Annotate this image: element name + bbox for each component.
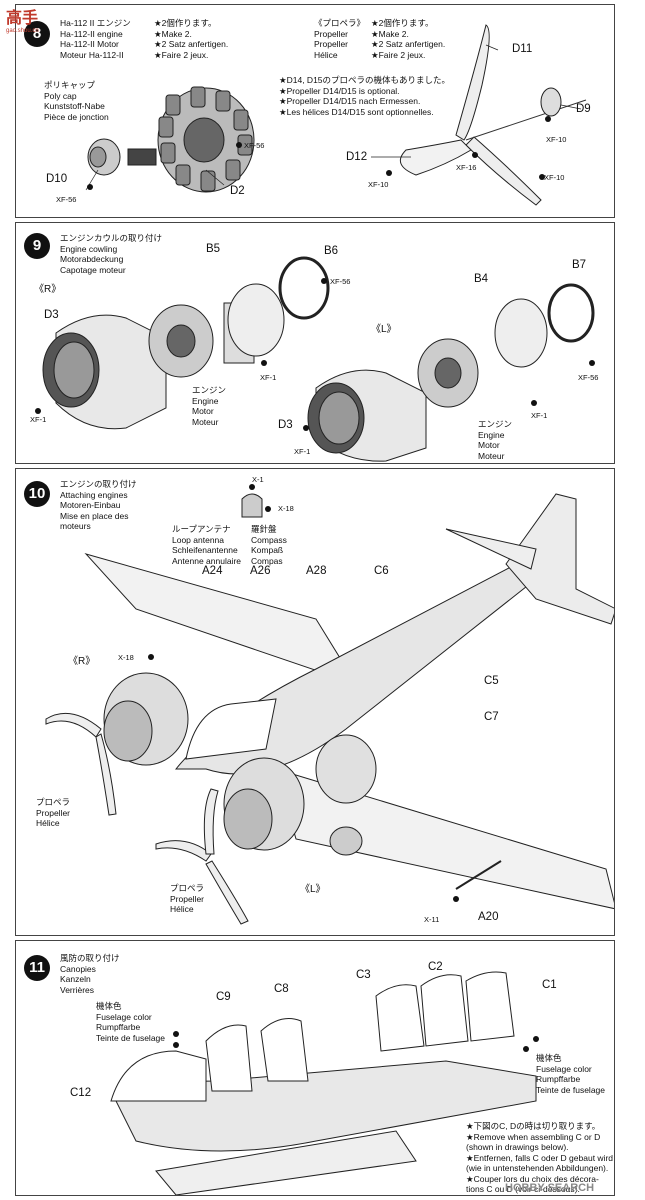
paint-xf1: XF-1 [260, 373, 277, 382]
right-side-mark: 《R》 [34, 284, 62, 295]
paint-x18: X-18 [118, 653, 134, 662]
remove-note: ★下図のC, Dの時は切り取ります。★Remove when assemblin… [466, 1121, 613, 1194]
paint-xf1: XF-1 [30, 415, 47, 424]
part-a28: A28 [306, 565, 327, 577]
part-c3: C3 [356, 969, 371, 981]
part-c9: C9 [216, 991, 231, 1003]
part-c2: C2 [428, 961, 443, 973]
paint-x1: X-1 [252, 475, 264, 484]
part-c1: C1 [542, 979, 557, 991]
paint-x11: X-11 [424, 915, 440, 924]
watermark-hobby-search: HOBBY SEARCH [505, 1182, 595, 1194]
part-b6: B6 [324, 245, 339, 257]
paint-xf56: XF-56 [578, 373, 599, 382]
part-d10: D10 [46, 173, 68, 185]
part-d11: D11 [512, 43, 533, 55]
propeller-quantity-note: ★2個作ります。★Make 2. ★2 Satz anfertigen.★Fai… [371, 18, 446, 60]
part-c6: C6 [374, 565, 389, 577]
left-side-mark: 《L》 [371, 324, 397, 335]
part-b7: B7 [572, 259, 587, 271]
engine-quantity-note: ★2個作ります。★Make 2. ★2 Satz anfertigen.★Fai… [154, 18, 229, 60]
part-c12: C12 [70, 1087, 92, 1099]
step-number: 10 [24, 481, 50, 507]
part-a20: A20 [478, 911, 499, 923]
step-number: 8 [24, 21, 50, 47]
paint-xf16: XF-16 [456, 163, 477, 172]
right-side-mark: 《R》 [68, 656, 96, 667]
paint-xf56: XF-56 [56, 195, 77, 204]
step-9-drawing [35, 256, 595, 462]
part-b5: B5 [206, 243, 221, 255]
part-a26: A26 [250, 565, 271, 577]
step-8-drawing [85, 24, 587, 206]
watermark-logo: 高手 gao.shou.cn [6, 10, 39, 34]
part-d12: D12 [346, 151, 368, 163]
paint-x18: X-18 [278, 504, 294, 513]
step-11-drawing [110, 971, 539, 1195]
paint-xf1: XF-1 [294, 447, 311, 456]
paint-xf56: XF-56 [244, 141, 265, 150]
paint-xf10: XF-10 [546, 135, 567, 144]
paint-xf10: XF-10 [368, 180, 389, 189]
left-side-mark: 《L》 [300, 884, 326, 895]
step-number: 9 [24, 233, 50, 259]
part-d3: D3 [44, 309, 59, 321]
part-a24: A24 [202, 565, 223, 577]
part-c7: C7 [484, 711, 499, 723]
paint-xf56: XF-56 [330, 277, 351, 286]
part-d9: D9 [576, 103, 591, 115]
step-number: 11 [24, 955, 50, 981]
optional-propeller-note: ★D14, D15のプロペラの機体もありました。★Propeller D14/D… [279, 75, 451, 117]
part-b4: B4 [474, 273, 489, 285]
part-d3: D3 [278, 419, 293, 431]
paint-xf10: XF-10 [544, 173, 565, 182]
part-c5: C5 [484, 675, 499, 687]
paint-xf1: XF-1 [531, 411, 548, 420]
part-d2: D2 [230, 185, 245, 197]
step-10-drawing [45, 484, 614, 925]
part-c8: C8 [274, 983, 289, 995]
